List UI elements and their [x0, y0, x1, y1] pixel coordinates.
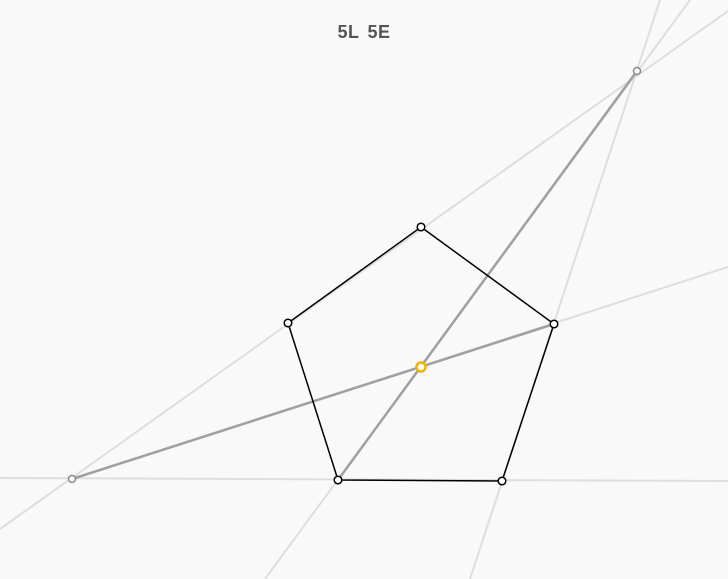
vertex-left[interactable]	[283, 318, 293, 328]
vertex-right[interactable]	[549, 319, 559, 329]
vertex-bottom-right[interactable]	[497, 476, 507, 486]
score-counter: 5L 5E	[0, 22, 728, 43]
intersection-point-top-right[interactable]	[632, 66, 642, 76]
construction-line-top-diagonal[interactable]	[0, 10, 728, 530]
intersection-point-left[interactable]	[67, 474, 77, 484]
lines-count: 5L	[337, 22, 360, 42]
intersection-points	[67, 66, 642, 484]
vertex-bottom-left[interactable]	[333, 475, 343, 485]
target-point-icon[interactable]	[415, 361, 427, 373]
construction-line-right-steep[interactable]	[469, 0, 661, 579]
pentagon	[287, 226, 555, 482]
vertex-top[interactable]	[416, 222, 426, 232]
pentagon-vertices	[283, 222, 559, 486]
elements-count: 5E	[367, 22, 391, 42]
